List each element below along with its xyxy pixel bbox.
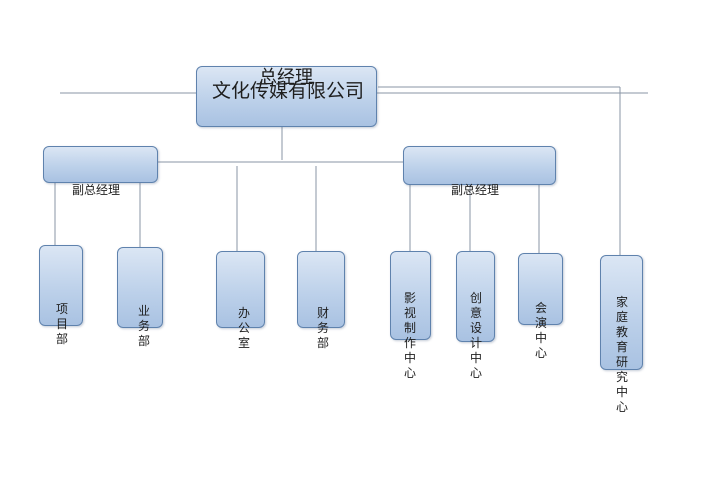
- dept-yingshi-label: 影视制作中心: [403, 291, 416, 380]
- dept-xiangmu-box: [39, 245, 83, 326]
- dept-yingshi-box: [390, 251, 431, 340]
- dept-jiating-label: 家庭教育研究中心: [615, 295, 628, 414]
- dept-bangong-label: 办公室: [237, 306, 250, 350]
- dept-caiwu-label: 财务部: [316, 306, 329, 350]
- dept-bangong-box: [216, 251, 265, 328]
- dept-jiating-box: [600, 255, 643, 370]
- ceo-title: 总经理: [259, 67, 313, 88]
- dept-chuangyi-label: 创意设计中心: [469, 291, 482, 380]
- dept-yewu-box: [117, 247, 163, 328]
- deputy-right-label: 副总经理: [451, 183, 500, 197]
- company-name: 文化传媒有限公司: [212, 80, 365, 102]
- dept-huiyan-box: [518, 253, 563, 325]
- deputy-left-label: 副总经理: [72, 183, 121, 197]
- dept-huiyan-label: 会演中心: [534, 301, 547, 360]
- dept-yewu-label: 业务部: [137, 304, 150, 348]
- dept-xiangmu-label: 项目部: [55, 302, 68, 346]
- dept-chuangyi-box: [456, 251, 495, 342]
- ceo-box: [196, 66, 377, 127]
- dept-caiwu-box: [297, 251, 345, 328]
- deputy-right-box: [403, 146, 556, 185]
- deputy-left-box: [43, 146, 158, 183]
